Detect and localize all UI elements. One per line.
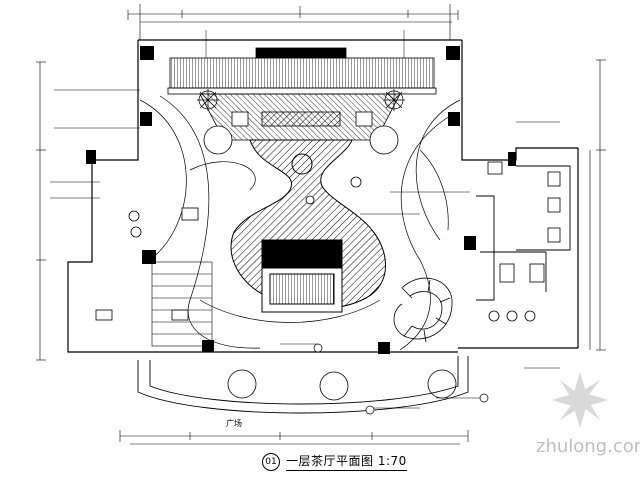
dimension-left [36, 61, 46, 361]
right-room [476, 165, 571, 301]
columns [86, 46, 516, 354]
zhulong-logo-icon [548, 368, 612, 436]
front-curve [137, 356, 469, 414]
plants [197, 89, 405, 111]
bar-counter [167, 47, 437, 141]
spiral-stair [393, 277, 453, 343]
annotation-marks [313, 343, 489, 415]
walls [67, 39, 579, 353]
leader-lines [50, 30, 560, 409]
ground-label: 广场 [226, 419, 242, 428]
round-tables [128, 125, 536, 401]
watermark-text: zhulong.com [536, 436, 640, 457]
left-stair [151, 261, 213, 347]
dimension-bottom [119, 430, 469, 445]
square-tables [95, 111, 561, 321]
dimension-right [589, 59, 606, 351]
central-hatched-area [230, 139, 386, 313]
drawing-title-block: 01 一层茶厅平面图 1:70 [262, 452, 407, 471]
dimension-top [127, 4, 459, 40]
drawing-title: 一层茶厅平面图 1:70 [286, 452, 407, 471]
drawing-index-number: 01 [262, 452, 280, 471]
